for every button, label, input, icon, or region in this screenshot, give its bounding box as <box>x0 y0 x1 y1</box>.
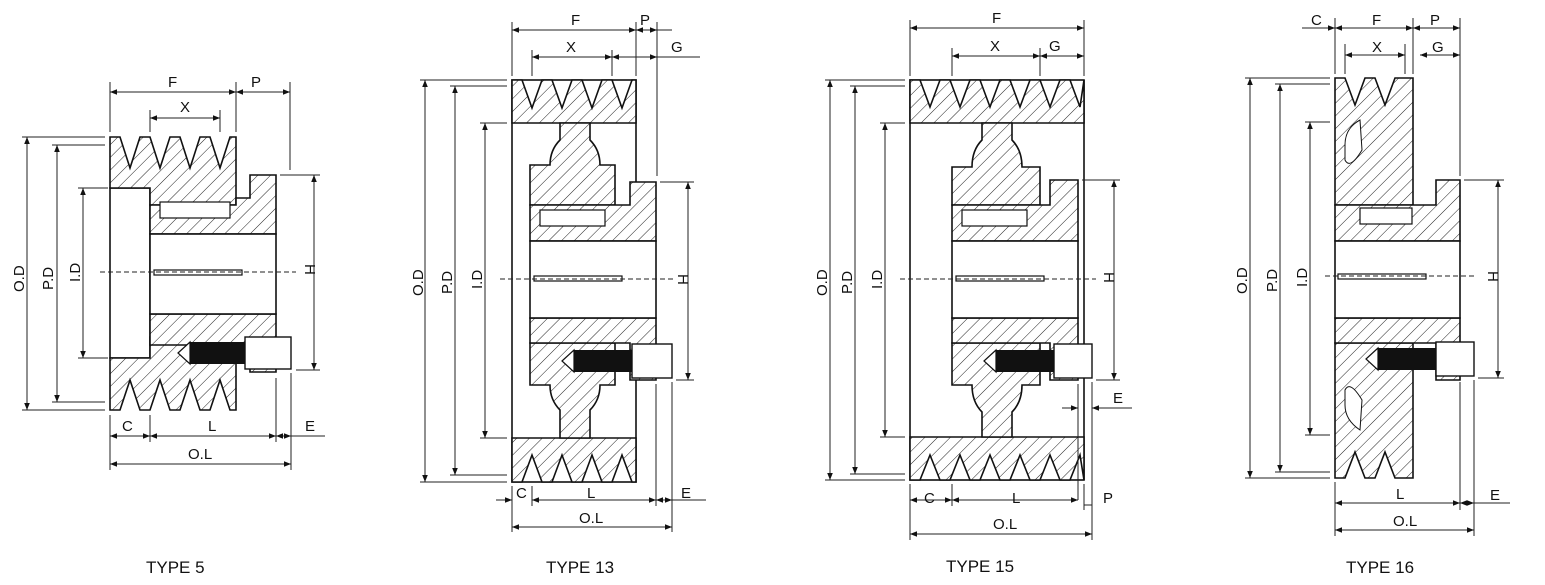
type13-dimensions <box>420 22 706 532</box>
type16-label-p: P <box>1430 12 1440 29</box>
type15-bolt-thread <box>996 350 1054 372</box>
type13-label-pd: P.D <box>439 271 456 294</box>
type16-label-x: X <box>1372 39 1382 56</box>
type15-label-f: F <box>992 10 1001 27</box>
type5-key <box>153 269 243 276</box>
type16-label-f: F <box>1372 12 1381 29</box>
type5-label-h: H <box>301 264 318 275</box>
type15-label-p: P <box>1103 490 1113 507</box>
type15-clamp-screw <box>961 209 1028 227</box>
type15-key <box>955 275 1045 282</box>
type15-bolt-head <box>1053 343 1093 379</box>
type13-label-c: C <box>516 485 527 502</box>
type15-labels: F X G O.D P.D I.D H E C L P O.L TYPE 15 <box>814 10 1123 576</box>
type13-label-l: L <box>587 485 595 502</box>
type15-drawing <box>900 79 1096 481</box>
type16-label-ol: O.L <box>1393 513 1417 530</box>
type13-bolt-thread <box>574 350 632 372</box>
type13-clamp-screw <box>539 209 606 227</box>
type13-label-p: P <box>640 12 650 29</box>
type13-label-id: I.D <box>469 270 486 289</box>
type5-label-e: E <box>305 418 315 435</box>
type13-label-f: F <box>571 12 580 29</box>
type5-drawing <box>100 136 296 411</box>
type13-key <box>533 275 623 282</box>
type16-label-id: I.D <box>1294 268 1311 287</box>
type5-label-p: P <box>251 74 261 91</box>
type15-dimensions <box>825 20 1132 540</box>
type5-label-c: C <box>122 418 133 435</box>
type16-label-g: G <box>1432 39 1444 56</box>
type5-label-ol: O.L <box>188 446 212 463</box>
type15-label-x: X <box>990 38 1000 55</box>
type5-dimensions <box>22 82 325 470</box>
type5-flange <box>109 187 151 359</box>
type15-label-l: L <box>1012 490 1020 507</box>
type5-label-f: F <box>168 74 177 91</box>
type13-drawing <box>500 79 676 483</box>
type13-rim-bottom <box>511 437 637 483</box>
type16-key <box>1337 273 1427 280</box>
type16-label-c: C <box>1311 12 1322 29</box>
type16-bolt-thread <box>1378 348 1436 370</box>
type15-label-h: H <box>1100 272 1117 283</box>
type5-caption: TYPE 5 <box>146 558 205 577</box>
type5-label-id: I.D <box>67 263 84 282</box>
type15-label-id: I.D <box>869 270 886 289</box>
type16-label-od: O.D <box>1234 267 1251 294</box>
type16-label-e: E <box>1490 487 1500 504</box>
type13-rim-top <box>511 79 637 124</box>
type16-clamp-screw <box>1359 207 1413 225</box>
type15-label-ol: O.L <box>993 516 1017 533</box>
type16-bolt-head <box>1435 341 1475 377</box>
type13-bolt-head <box>631 343 673 379</box>
type16-label-l: L <box>1396 486 1404 503</box>
type5-bolt-thread <box>190 342 245 364</box>
type16-label-pd: P.D <box>1264 269 1281 292</box>
type5-labels: F P X O.D P.D I.D H C L E O.L TYPE 5 <box>11 74 318 577</box>
type5-bolt-head <box>244 336 292 370</box>
type16-label-h: H <box>1484 271 1501 282</box>
type15-label-e: E <box>1113 390 1123 407</box>
type5-label-l: L <box>208 418 216 435</box>
type15-rim-bottom <box>909 436 1085 481</box>
type13-label-ol: O.L <box>579 510 603 527</box>
type15-caption: TYPE 15 <box>946 557 1014 576</box>
type5-label-od: O.D <box>11 265 28 292</box>
type15-label-c: C <box>924 490 935 507</box>
type13-label-h: H <box>674 274 691 285</box>
type13-label-e: E <box>681 485 691 502</box>
type13-label-x: X <box>566 39 576 56</box>
type13-caption: TYPE 13 <box>546 558 614 577</box>
type16-caption: TYPE 16 <box>1346 558 1414 577</box>
type13-label-od: O.D <box>410 269 427 296</box>
type15-label-pd: P.D <box>839 271 856 294</box>
type5-label-pd: P.D <box>40 267 57 290</box>
type13-labels: F P X G O.D P.D I.D H C L E O.L TYPE 13 <box>410 12 691 577</box>
type15-label-g: G <box>1049 38 1061 55</box>
type13-label-g: G <box>671 39 683 56</box>
type5-clamp-screw <box>159 201 231 219</box>
type16-dimensions <box>1245 18 1510 536</box>
type15-label-od: O.D <box>814 269 831 296</box>
type16-labels: C F P X G O.D P.D I.D H L E O.L TYPE 16 <box>1234 12 1501 577</box>
type16-drawing <box>1325 77 1476 479</box>
type5-label-x: X <box>180 99 190 116</box>
type15-rim-top <box>909 79 1085 124</box>
